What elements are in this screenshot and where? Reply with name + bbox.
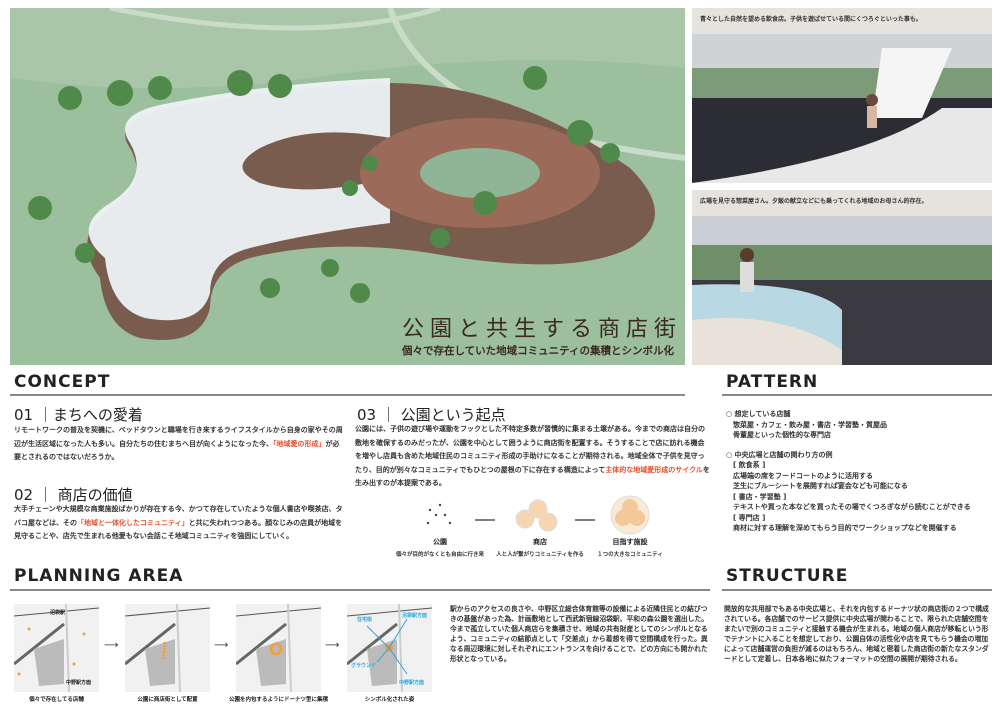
diagram-label-park: 公園 [433, 538, 447, 546]
map-label: 中野駅方面 [399, 680, 425, 686]
pattern-line: [ 飲食系 ] [726, 461, 766, 469]
section-01-title: 01 ｜まちへの愛着 [14, 406, 143, 424]
pattern-list: ○ 想定している店舗 惣菜屋・カフェ・飲み屋・書店・学習塾・質屋品 骨董屋といっ… [726, 409, 996, 534]
pattern-line: [ 書店・学習塾 ] [726, 492, 787, 501]
section-01-text: リモートワークの普及を契機に、ベッドタウンと職場を行き来するライフスタイルから自… [14, 426, 343, 461]
pattern-spacer [726, 441, 996, 450]
diagram-label-shop: 商店 [533, 538, 547, 546]
map-caption: 公園に商店街として配置 [137, 697, 198, 703]
map-label: 沼袋駅方面 [402, 613, 428, 619]
map-caption: 個々で存在してる店舗 [29, 697, 84, 703]
pattern-line: ○ 想定している店舗 [726, 410, 791, 418]
pattern-line: テキストや買った本などを買ったその場でくつろぎながら読むことができる [726, 503, 971, 511]
map-step-1: 沼袋駅 中野駅方面 [14, 604, 99, 692]
pattern-line: 商材に対する理解を深めてもらう目的でワークショップなどを開催する [726, 524, 957, 532]
structure-heading: STRUCTURE [726, 566, 849, 586]
section-03-title: 03 ｜ 公園という起点 [357, 406, 506, 424]
divider [722, 394, 992, 396]
map-caption: シンボル化された姿 [364, 697, 415, 703]
building-rendering [10, 8, 685, 365]
map-step-3 [236, 604, 321, 692]
map-caption: 公園を内包するようにドーナツ型に集積 [228, 697, 328, 703]
divider [722, 589, 992, 591]
map-label: 沼袋駅 [50, 610, 66, 616]
photo-restaurant: 青々とした自然を望める飲食店。子供を遊ばせている間にくつろぐといった事も。 [692, 8, 992, 183]
map-label: 住宅街 [357, 617, 373, 623]
diagram-label-goal: 目指す施設 [612, 538, 648, 546]
section-03-text: 公園には、子供の遊び場や運動をフックとした不特定多数が習慣的に集まる土壌がある。… [355, 425, 710, 487]
map-step-4: 住宅街 沼袋駅方面 グラウンド 中野駅方面 [347, 604, 432, 692]
pattern-line: [ 専門店 ] [726, 513, 766, 522]
pattern-line: ○ 中央広場と店舗の関わり方の例 [726, 450, 833, 459]
structure-text: 開放的な共用部でもある中央広場と、それを内包するドーナツ状の商店街の２つで構成さ… [724, 605, 989, 663]
pattern-line: 惣菜屋・カフェ・飲み屋・書店・学習塾・質屋品 [726, 420, 887, 429]
hero-title: 公園と共生する商店街 [402, 317, 683, 342]
photo-caption: 青々とした自然を望める飲食店。子供を遊ばせている間にくつろぐといった事も。 [692, 8, 992, 34]
divider [10, 394, 685, 396]
arrow-icon: ⟶ [325, 640, 340, 651]
pattern-heading: PATTERN [726, 372, 819, 392]
community-diagram [426, 495, 650, 535]
map-label: グラウンド [351, 663, 377, 669]
section-02-title: 02 ｜ 商店の価値 [14, 486, 133, 504]
map-step-2 [125, 604, 210, 692]
divider [10, 589, 710, 591]
diagram-sub-goal: １つの大きなコミュニティ [597, 552, 663, 558]
planning-text: 駅からのアクセスの良さや、中野区立総合体育館等の設備による近隣住民との結びつきの… [450, 605, 709, 663]
hero-subtitle: 個々で存在していた地域コミュニティの集積とシンボル化 [402, 345, 675, 357]
pattern-line: 広場端の席をフードコートのように活用する [726, 471, 873, 480]
arrow-icon: ⟶ [104, 640, 119, 651]
hero-rendering: 公園と共生する商店街 個々で存在していた地域コミュニティの集積とシンボル化 [10, 8, 685, 365]
photo-deli: 広場を見守る惣菜屋さん。夕飯の献立などにも乗ってくれる地域のお母さん的存在。 [692, 190, 992, 365]
arrow-icon: ⟶ [214, 640, 229, 651]
section-02-text: 大手チェーンや大規模な商業施設ばかりが存在する今、かつて存在していたような個人書… [14, 505, 343, 540]
pattern-line: 骨董屋といった個性的な専門店 [726, 431, 831, 439]
concept-heading: CONCEPT [14, 372, 111, 392]
map-label: 中野駅方面 [66, 680, 92, 686]
photo-caption: 広場を見守る惣菜屋さん。夕飯の献立などにも乗ってくれる地域のお母さん的存在。 [692, 190, 992, 216]
diagram-sub-park: 個々が目的がなくとも自由に行き来 [395, 552, 484, 558]
diagram-sub-shop: 人と人が繋がりコミュニティを作る [496, 552, 584, 558]
planning-heading: PLANNING AREA [14, 566, 184, 586]
pattern-line: 芝生にブルーシートを展開すれば宴会なども可能になる [726, 482, 908, 490]
